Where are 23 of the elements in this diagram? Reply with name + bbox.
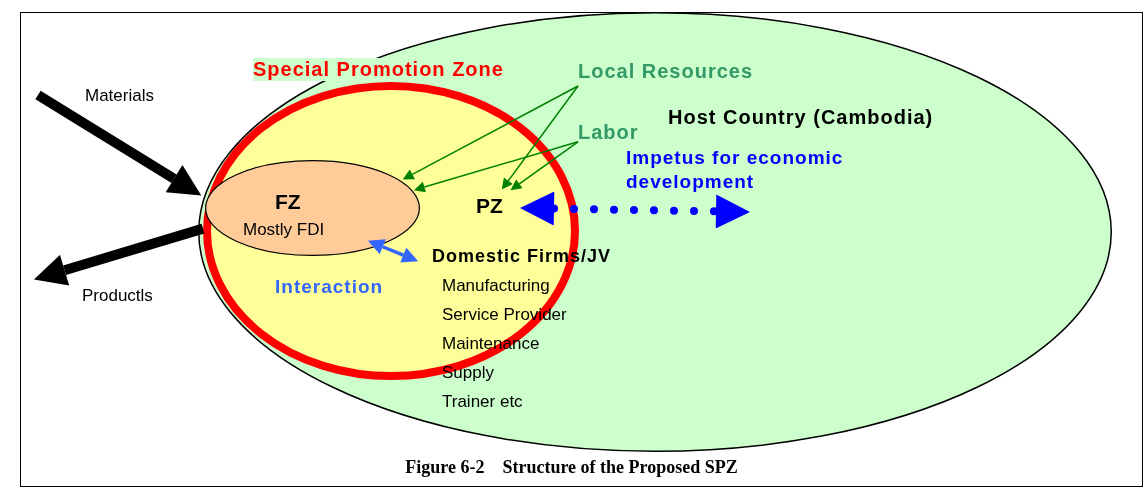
zone-title: Host Country (Cambodia) bbox=[668, 106, 934, 129]
arrow bbox=[510, 141, 579, 191]
figure-caption: Figure 6-2 Structure of the Proposed SPZ bbox=[404, 457, 739, 478]
arrow bbox=[33, 223, 205, 286]
resource-label: Local Resources bbox=[578, 60, 788, 86]
free-zone-ellipse bbox=[205, 160, 420, 256]
arrow bbox=[402, 85, 579, 180]
zone-title: FZ bbox=[275, 190, 301, 214]
arrow bbox=[35, 90, 202, 196]
host-country-ellipse bbox=[198, 12, 1112, 452]
zone-label: PZ bbox=[476, 194, 516, 222]
flow-label: Materials bbox=[85, 86, 154, 106]
arrow bbox=[413, 141, 579, 193]
zone-title: Special Promotion Zone bbox=[253, 58, 504, 81]
zone-subtitle: Mostly FDI bbox=[243, 220, 325, 240]
list-item: Supply bbox=[442, 363, 494, 383]
flow-label: Productls bbox=[82, 286, 153, 306]
dotted-arrow bbox=[520, 191, 750, 229]
list-item: Manufacturing bbox=[442, 276, 550, 296]
arrow bbox=[501, 85, 579, 190]
list-item: Trainer etc bbox=[442, 392, 523, 412]
double-arrow bbox=[367, 239, 419, 263]
resource-label: Labor bbox=[578, 121, 648, 147]
